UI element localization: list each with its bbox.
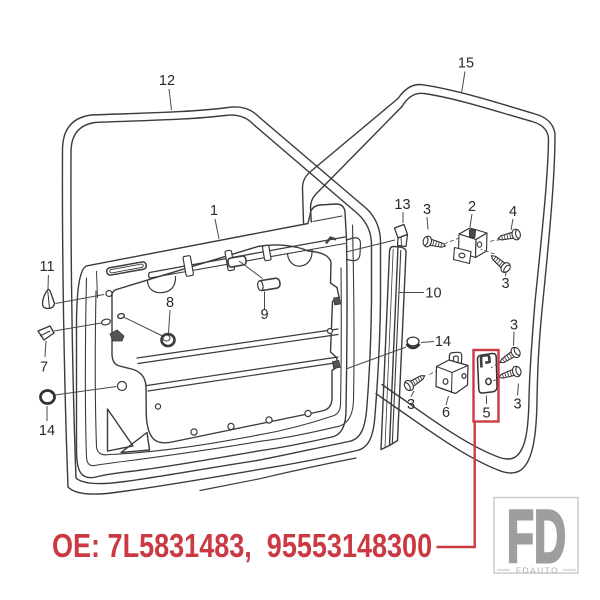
svg-text:14: 14 bbox=[39, 423, 55, 439]
svg-text:9: 9 bbox=[260, 307, 268, 323]
svg-text:5: 5 bbox=[482, 406, 490, 422]
svg-text:3: 3 bbox=[513, 397, 521, 413]
svg-text:2: 2 bbox=[468, 199, 476, 215]
svg-text:11: 11 bbox=[39, 259, 54, 275]
svg-text:FDAUTO: FDAUTO bbox=[516, 566, 559, 576]
svg-text:7: 7 bbox=[40, 360, 48, 376]
svg-text:3: 3 bbox=[407, 397, 415, 413]
svg-text:13: 13 bbox=[394, 197, 410, 213]
svg-text:8: 8 bbox=[166, 295, 174, 311]
svg-text:1: 1 bbox=[210, 203, 218, 219]
svg-text:OE: 7L5831483, 95553148300: OE: 7L5831483, 95553148300 bbox=[52, 529, 432, 565]
svg-text:14: 14 bbox=[435, 334, 451, 350]
svg-text:3: 3 bbox=[501, 276, 509, 292]
svg-text:4: 4 bbox=[509, 204, 517, 220]
svg-text:3: 3 bbox=[510, 318, 518, 334]
svg-text:6: 6 bbox=[442, 405, 450, 421]
svg-text:12: 12 bbox=[159, 73, 175, 89]
svg-text:3: 3 bbox=[423, 202, 431, 218]
svg-text:FD: FD bbox=[507, 495, 566, 577]
svg-text:10: 10 bbox=[425, 286, 441, 302]
svg-text:15: 15 bbox=[458, 56, 474, 72]
